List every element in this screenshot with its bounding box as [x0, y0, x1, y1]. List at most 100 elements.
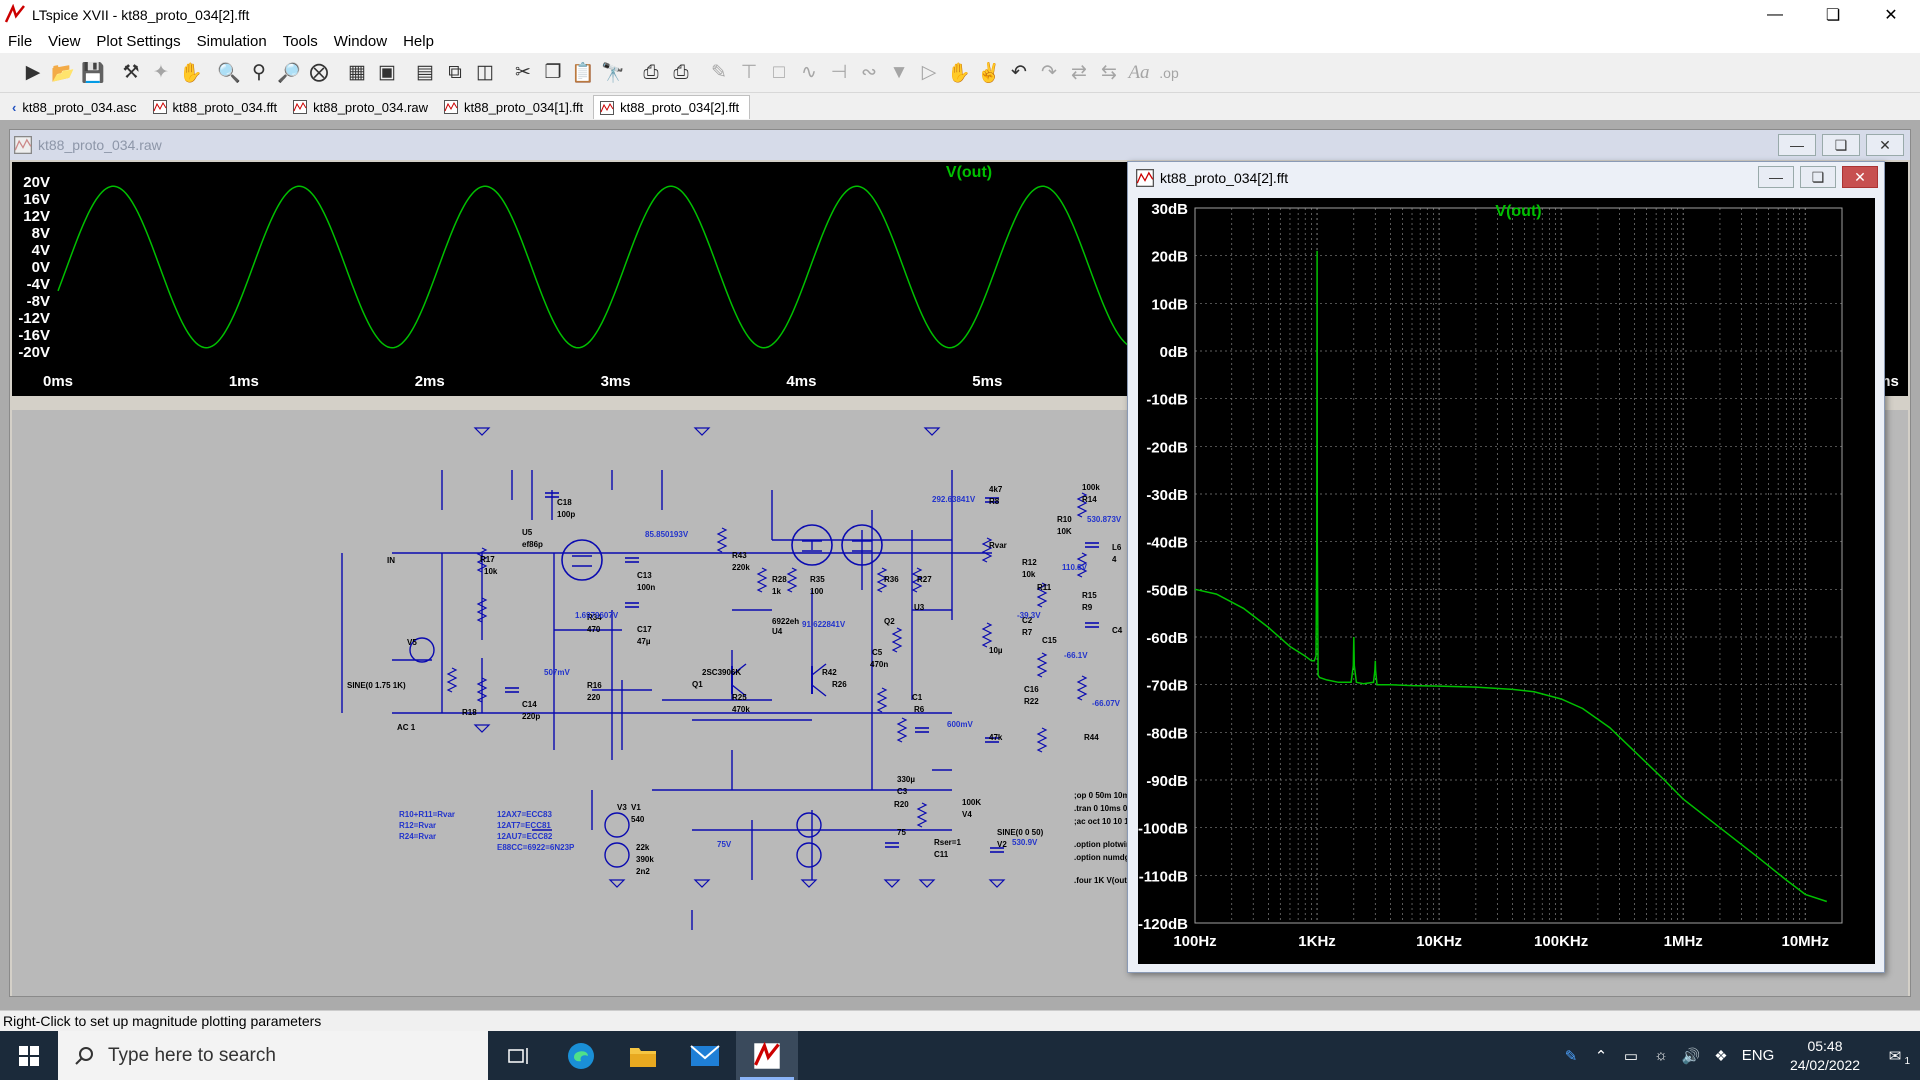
menu-help[interactable]: Help	[403, 33, 434, 50]
menu-view[interactable]: View	[48, 33, 81, 50]
chevron-up-icon[interactable]: ⌃	[1594, 1047, 1608, 1065]
taskbar-search-box[interactable]: Type here to search	[58, 1031, 488, 1080]
component-label: 6922eh	[772, 617, 799, 626]
text-icon[interactable]: Aa	[1128, 61, 1150, 83]
mark-icon[interactable]: ▣	[378, 62, 396, 83]
cut-wire-icon[interactable]: ✦	[153, 62, 169, 83]
mirror-icon[interactable]: ⇆	[1101, 62, 1117, 83]
fft-minimize-button[interactable]: —	[1758, 166, 1794, 188]
component-icon[interactable]: ▷	[921, 62, 937, 83]
resistor-icon[interactable]: ∿	[801, 62, 817, 83]
notifications-icon[interactable]: ✉1	[1888, 1047, 1910, 1067]
plot-icon	[600, 100, 615, 115]
pen-icon[interactable]: ✎	[1564, 1047, 1578, 1065]
tab-raw[interactable]: kt88_proto_034.raw	[287, 95, 438, 119]
menu-tools[interactable]: Tools	[282, 33, 318, 50]
zoom-fit-icon[interactable]: ⨂	[309, 62, 329, 83]
component-label: V4	[962, 810, 972, 819]
component-label: 10K	[1057, 527, 1072, 536]
find-icon[interactable]: 🔭	[601, 62, 625, 84]
start-button[interactable]	[0, 1031, 58, 1080]
y-tick-label: -50dB	[1146, 582, 1188, 599]
pan-icon[interactable]: ✋	[179, 62, 203, 84]
menu-file[interactable]: File	[8, 33, 33, 50]
raw-close-button[interactable]: ✕	[1866, 134, 1904, 156]
open-icon[interactable]: 📂	[51, 62, 75, 84]
taskbar-ltspice[interactable]	[736, 1031, 798, 1080]
spice-directive-text: .option numdgt=	[1074, 853, 1137, 862]
copy-icon[interactable]: ❐	[544, 62, 562, 83]
raw-restore-button[interactable]: ❏	[1822, 134, 1860, 156]
move-icon[interactable]: ✋	[947, 62, 971, 84]
plot-icon	[444, 100, 459, 114]
transistor-emitter	[731, 684, 747, 697]
battery-icon[interactable]: ▭	[1623, 1047, 1639, 1065]
fft-restore-button[interactable]: ❏	[1800, 166, 1836, 188]
undo-icon[interactable]: ↶	[1011, 62, 1027, 83]
print-setup-icon[interactable]: ⎙	[673, 61, 689, 83]
wire-icon[interactable]: ✎	[711, 62, 727, 83]
volume-icon[interactable]: 🔊	[1681, 1047, 1701, 1065]
paste-icon[interactable]: 📋	[571, 62, 595, 84]
schematic-svg[interactable]: C18100pU5ef86pR1710kINC13100nC1747µR3447…	[12, 410, 1908, 996]
menu-window[interactable]: Window	[333, 33, 388, 50]
node-voltage-label: 1.6979607V	[575, 611, 619, 620]
zoom-in-icon[interactable]: 🔍	[217, 62, 241, 84]
raw-window-titlebar[interactable]: kt88_proto_034.raw — ❏ ✕	[10, 130, 1910, 160]
minimize-button[interactable]: —	[1767, 6, 1783, 23]
y-tick-label: -30dB	[1146, 487, 1188, 504]
y-tick-label: -110dB	[1139, 868, 1188, 885]
node-voltage-label: 292.63841V	[932, 495, 976, 504]
taskbar-edge[interactable]	[550, 1031, 612, 1080]
tab-fft-1[interactable]: kt88_proto_034[1].fft	[438, 95, 593, 119]
diode-icon[interactable]: ▼	[889, 61, 909, 83]
component-label: C4	[1112, 626, 1123, 635]
component-label: R16	[587, 681, 602, 690]
save-icon[interactable]: 💾	[81, 62, 105, 84]
fft-close-button[interactable]: ✕	[1842, 166, 1878, 188]
tile-h-icon[interactable]: ▤	[416, 62, 434, 83]
autorange-icon[interactable]: ▦	[348, 62, 366, 83]
control-panel-icon[interactable]: ⚒	[122, 62, 140, 83]
tab-fft-2[interactable]: kt88_proto_034[2].fft	[593, 95, 751, 119]
x-tick-label: 10KHz	[1416, 933, 1462, 950]
drag-icon[interactable]: ✌	[977, 62, 1001, 84]
run-icon[interactable]: ▶	[25, 62, 41, 83]
component-label: R26	[832, 680, 847, 689]
language-indicator[interactable]: ENG	[1741, 1047, 1775, 1064]
cascade-icon[interactable]: ⧉	[448, 61, 462, 83]
component-label: 47k	[989, 733, 1003, 742]
dropbox-icon[interactable]: ❖	[1714, 1047, 1728, 1065]
component-label: R34	[587, 613, 602, 622]
tab-fft[interactable]: kt88_proto_034.fft	[147, 95, 288, 119]
y-tick-label: 10dB	[1151, 296, 1188, 313]
fft-window-titlebar[interactable]: kt88_proto_034[2].fft — ❏ ✕	[1128, 162, 1884, 194]
raw-minimize-button[interactable]: —	[1778, 134, 1816, 156]
task-view-button[interactable]	[488, 1031, 550, 1080]
zoom-out-icon[interactable]: 🔎	[277, 62, 301, 84]
tile-v-icon[interactable]: ◫	[476, 62, 494, 83]
menu-plot-settings[interactable]: Plot Settings	[96, 33, 181, 50]
ground-icon[interactable]: ⊤	[740, 62, 758, 83]
label-icon[interactable]: □	[773, 61, 785, 83]
scissors-icon[interactable]: ✂	[515, 62, 531, 83]
zoom-area-icon[interactable]: ⚲	[252, 62, 266, 83]
print-icon[interactable]: ⎙	[643, 61, 659, 83]
capacitor-icon[interactable]: ⊣	[830, 62, 848, 83]
clock[interactable]: 05:48 24/02/2022	[1780, 1037, 1870, 1075]
fft-chart-svg[interactable]: 30dB20dB10dB0dB-10dB-20dB-30dB-40dB-50dB…	[1138, 198, 1875, 964]
redo-icon[interactable]: ↷	[1041, 62, 1057, 83]
rotate-icon[interactable]: ⇄	[1071, 62, 1087, 83]
taskbar-file-explorer[interactable]	[612, 1031, 674, 1080]
wifi-icon[interactable]: ☼	[1654, 1047, 1668, 1064]
restore-button[interactable]: ❏	[1825, 7, 1841, 24]
inductor-icon[interactable]: ∾	[861, 62, 877, 83]
menu-simulation[interactable]: Simulation	[196, 33, 267, 50]
taskbar-mail[interactable]	[674, 1031, 736, 1080]
close-button[interactable]: ✕	[1884, 7, 1898, 24]
spice-directive-icon[interactable]: .op	[1159, 64, 1179, 81]
tab-asc[interactable]: ‹kt88_proto_034.asc	[12, 99, 137, 115]
